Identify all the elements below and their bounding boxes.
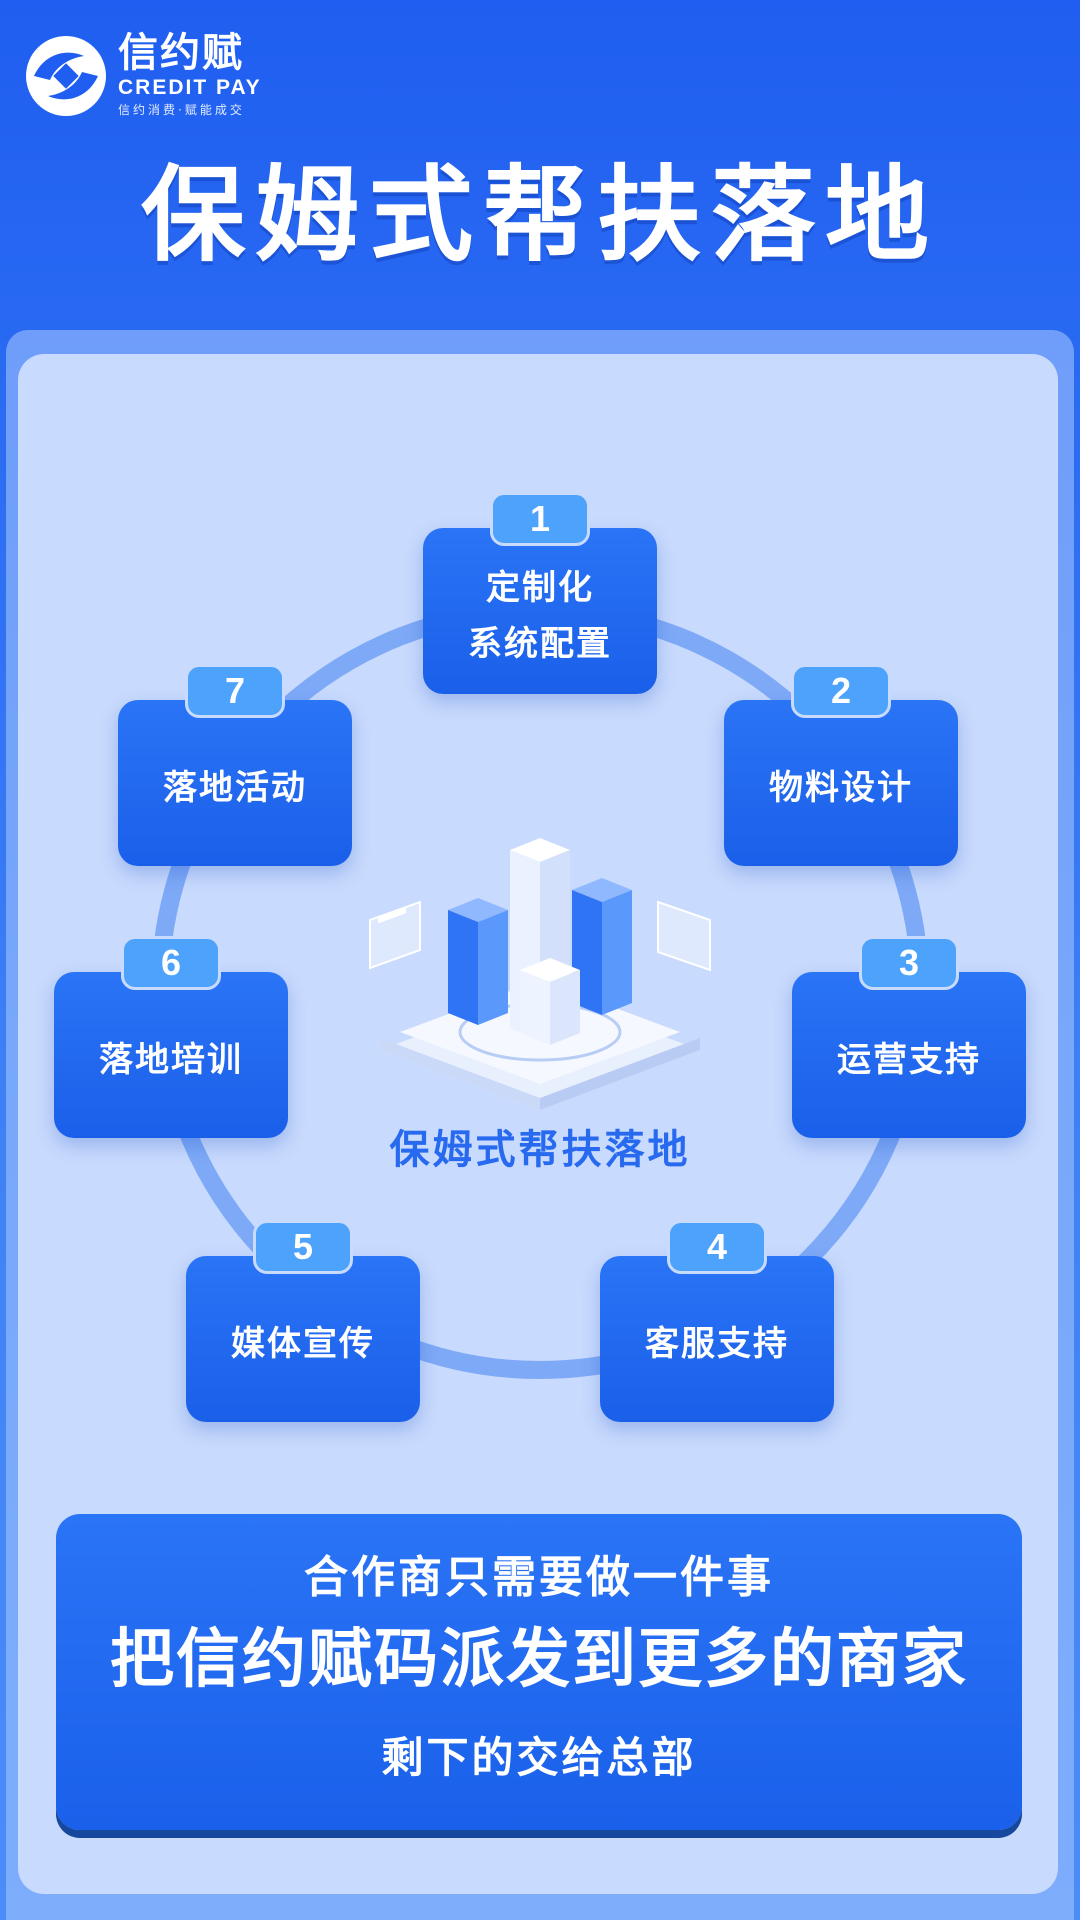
- step-label-2: 物料设计: [769, 768, 913, 808]
- step-number-1: 1: [490, 492, 590, 546]
- brand-logo: 信约赋 CREDIT PAY 信约消费·赋能成交: [26, 30, 286, 120]
- step-card-6: 6 落地培训: [54, 936, 288, 1138]
- step-number-6: 6: [121, 936, 221, 990]
- step-number-4: 4: [667, 1220, 767, 1274]
- step-label-5: 媒体宣传: [231, 1324, 375, 1364]
- step-number-3: 3: [859, 936, 959, 990]
- center-caption: 保姆式帮扶落地: [389, 1127, 691, 1173]
- summary-banner: 合作商只需要做一件事 把信约赋码派发到更多的商家 剩下的交给总部: [56, 1514, 1022, 1830]
- step-label-7: 落地活动: [163, 768, 307, 808]
- step-card-7: 7 落地活动: [118, 664, 352, 866]
- step-card-3: 3 运营支持: [792, 936, 1026, 1138]
- step-label-3: 运营支持: [837, 1040, 981, 1080]
- step-card-1: 1 定制化 系统配置: [423, 492, 657, 694]
- brand-slogan: 信约消费·赋能成交: [118, 103, 245, 117]
- step-number-2: 2: [791, 664, 891, 718]
- credit-pay-logo-icon: [26, 36, 106, 116]
- buildings-platform-icon: [360, 820, 720, 1110]
- banner-subtitle: 合作商只需要做一件事: [304, 1552, 774, 1603]
- brand-name-en: CREDIT PAY: [118, 76, 262, 99]
- step-number-7: 7: [185, 664, 285, 718]
- step-label-1: 定制化 系统配置: [468, 568, 612, 664]
- step-card-4: 4 客服支持: [600, 1220, 834, 1422]
- step-card-5: 5 媒体宣传: [186, 1220, 420, 1422]
- brand-name-cn: 信约赋: [118, 30, 244, 76]
- page-title: 保姆式帮扶落地: [140, 154, 939, 276]
- banner-headline: 把信约赋码派发到更多的商家: [110, 1623, 968, 1697]
- step-number-5: 5: [253, 1220, 353, 1274]
- step-label-4: 客服支持: [645, 1324, 789, 1364]
- step-card-2: 2 物料设计: [724, 664, 958, 866]
- banner-footer: 剩下的交给总部: [381, 1733, 697, 1782]
- step-label-6: 落地培训: [99, 1040, 243, 1080]
